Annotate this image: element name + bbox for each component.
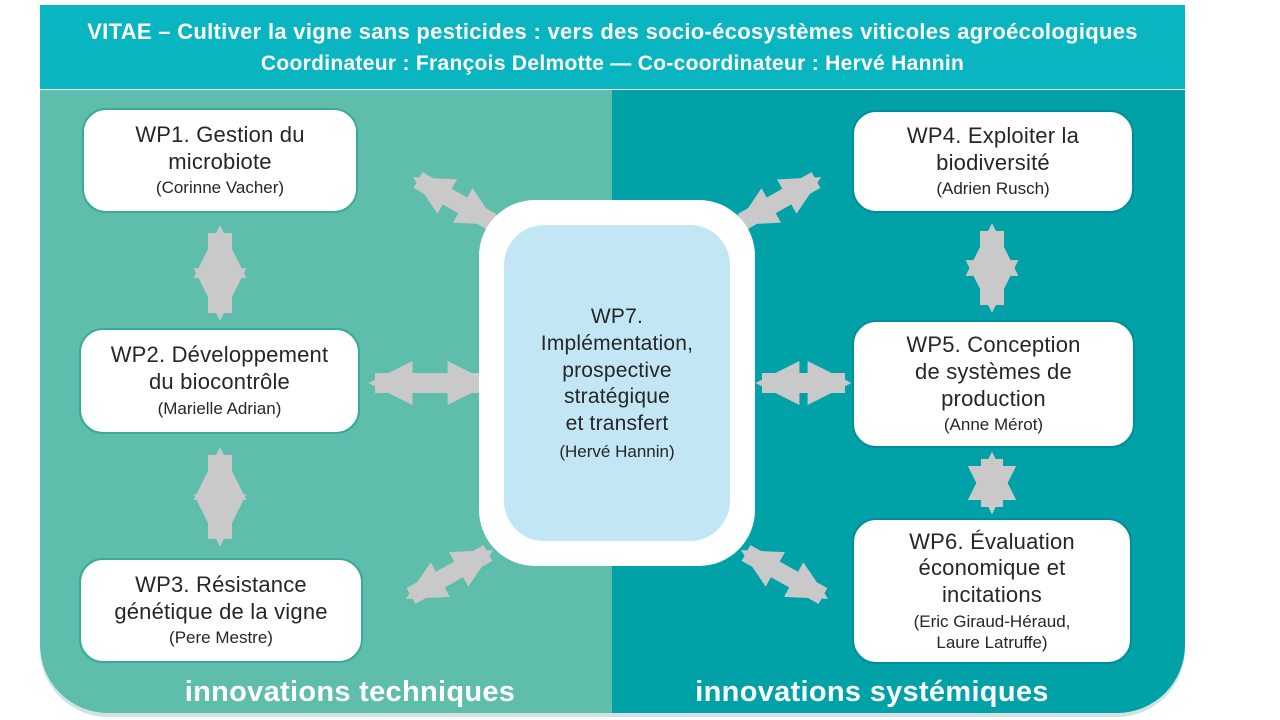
wp5-box: WP5. Conception de systèmes de productio… — [852, 320, 1135, 448]
wp7-box: WP7. Implémentation, prospective stratég… — [504, 225, 730, 541]
wp6-title: WP6. Évaluation économique et incitation… — [909, 528, 1075, 608]
wp7-title: WP7. Implémentation, prospective stratég… — [540, 304, 694, 436]
wp1-box: WP1. Gestion du microbiote (Corinne Vach… — [82, 108, 358, 213]
header-banner: VITAE – Cultiver la vigne sans pesticide… — [40, 5, 1185, 89]
project-title: VITAE – Cultiver la vigne sans pesticide… — [87, 18, 1138, 44]
wp4-box: WP4. Exploiter la biodiversité (Adrien R… — [852, 110, 1134, 213]
wp2-box: WP2. Développement du biocontrôle (Marie… — [79, 328, 360, 434]
wp3-title: WP3. Résistance génétique de la vigne — [114, 571, 328, 624]
wp2-lead: (Marielle Adrian) — [157, 398, 282, 418]
wp3-box: WP3. Résistance génétique de la vigne (P… — [79, 558, 363, 663]
systemic-innovations-label: innovations systémiques — [695, 676, 1049, 708]
wp7-outer-frame: WP7. Implémentation, prospective stratég… — [479, 200, 755, 566]
wp6-lead: (Eric Giraud-Héraud, Laure Latruffe) — [913, 612, 1071, 652]
wp5-lead: (Anne Mérot) — [943, 415, 1044, 435]
wp3-lead: (Pere Mestre) — [169, 628, 273, 648]
wp2-title: WP2. Développement du biocontrôle — [110, 342, 329, 395]
wp6-box: WP6. Évaluation économique et incitation… — [852, 518, 1132, 664]
wp1-lead: (Corinne Vacher) — [155, 178, 285, 198]
technical-innovations-label: innovations techniques — [184, 676, 516, 708]
wp1-title: WP1. Gestion du microbiote — [135, 121, 305, 174]
wp7-lead: (Hervé Hannin) — [559, 442, 675, 462]
wp4-lead: (Adrien Rusch) — [936, 179, 1050, 199]
wp5-title: WP5. Conception de systèmes de productio… — [906, 331, 1081, 411]
wp4-title: WP4. Exploiter la biodiversité — [906, 122, 1080, 175]
coordinators-line: Coordinateur : François Delmotte — Co-co… — [260, 51, 965, 75]
